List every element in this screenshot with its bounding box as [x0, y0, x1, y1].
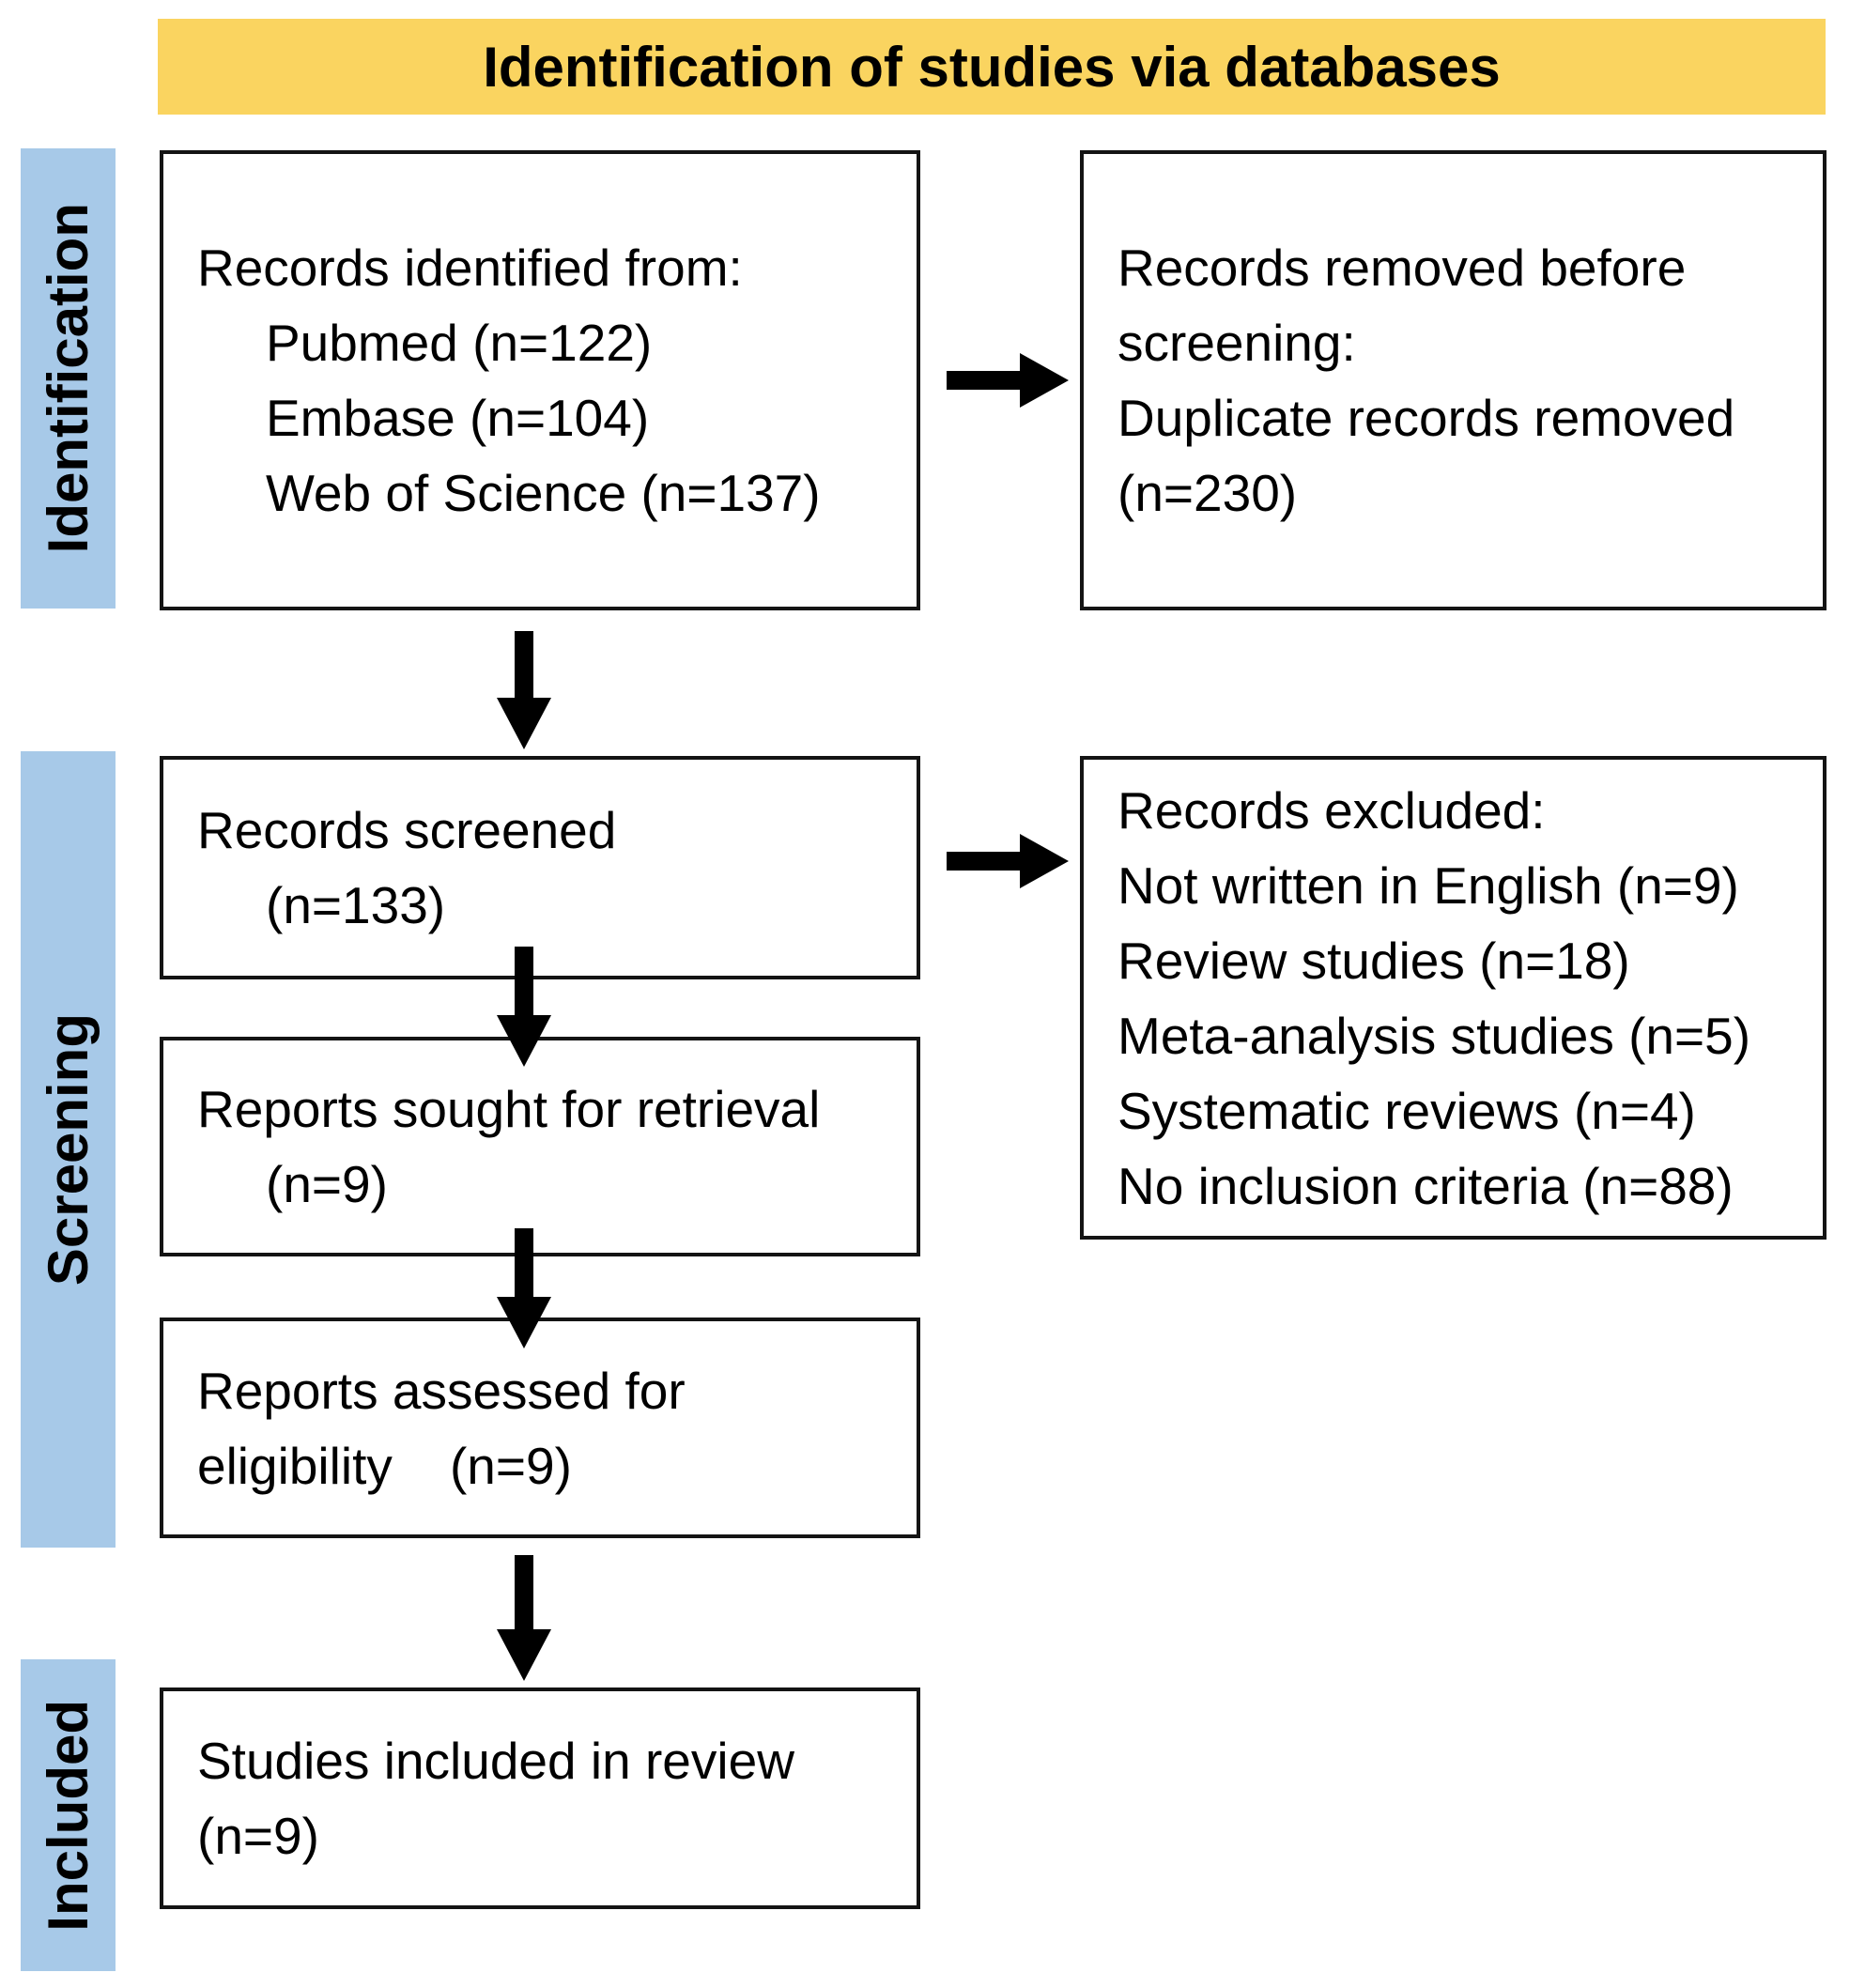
- box-records-excluded-line: Review studies (n=18): [1117, 931, 1630, 990]
- arrow-down-identified-to-screened: [497, 631, 551, 749]
- box-records-excluded-line: Records excluded:: [1117, 780, 1546, 840]
- arrow-down-assessed-to-included: [497, 1555, 551, 1681]
- box-records-excluded: Records excluded: Not written in English…: [1080, 756, 1826, 1240]
- box-reports-assessed: Reports assessed for eligibility (n=9): [160, 1318, 920, 1538]
- box-studies-included-line: (n=9): [197, 1807, 319, 1865]
- box-records-removed: Records removed before screening: Duplic…: [1080, 150, 1826, 610]
- arrow-head-icon: [1020, 834, 1069, 888]
- box-records-excluded-line: Systematic reviews (n=4): [1117, 1081, 1696, 1140]
- box-reports-sought-line: Reports sought for retrieval: [197, 1080, 821, 1138]
- box-reports-sought: Reports sought for retrieval (n=9): [160, 1037, 920, 1256]
- arrow-right-identified-to-removed: [947, 353, 1069, 408]
- box-records-identified: Records identified from: Pubmed (n=122) …: [160, 150, 920, 610]
- stage-bar-screening: Screening: [21, 751, 116, 1548]
- arrow-down-screened-to-sought: [497, 947, 551, 1067]
- arrow-shaft: [947, 371, 1020, 390]
- arrow-head-icon: [497, 698, 551, 749]
- arrow-shaft: [515, 1555, 533, 1629]
- arrow-head-icon: [497, 1297, 551, 1348]
- arrow-head-icon: [1020, 353, 1069, 408]
- box-records-excluded-line: Meta-analysis studies (n=5): [1117, 1006, 1751, 1065]
- box-studies-included: Studies included in review (n=9): [160, 1687, 920, 1909]
- box-records-identified-line: Web of Science (n=137): [266, 464, 821, 522]
- stage-label-included: Included: [37, 1699, 100, 1932]
- arrow-head-icon: [497, 1629, 551, 1681]
- box-reports-assessed-line: Reports assessed for: [197, 1361, 686, 1420]
- box-records-identified-line: Pubmed (n=122): [266, 314, 653, 372]
- header-title: Identification of studies via databases: [483, 35, 1501, 99]
- arrow-shaft: [947, 852, 1020, 871]
- box-records-screened-line: (n=133): [266, 876, 446, 934]
- stage-bar-included: Included: [21, 1659, 116, 1971]
- box-records-removed-line: Duplicate records removed: [1117, 389, 1735, 447]
- arrow-shaft: [515, 947, 533, 1015]
- arrow-shaft: [515, 631, 533, 698]
- box-records-excluded-line: No inclusion criteria (n=88): [1117, 1156, 1734, 1215]
- box-records-identified-line: Embase (n=104): [266, 389, 650, 447]
- box-records-excluded-line: Not written in English (n=9): [1117, 855, 1739, 915]
- arrow-head-icon: [497, 1015, 551, 1067]
- box-records-removed-line: (n=230): [1117, 464, 1298, 522]
- arrow-down-sought-to-assessed: [497, 1228, 551, 1348]
- box-records-screened: Records screened (n=133): [160, 756, 920, 979]
- box-reports-sought-line: (n=9): [266, 1155, 388, 1213]
- stage-label-identification: Identification: [37, 203, 100, 554]
- stage-label-screening: Screening: [37, 1012, 100, 1287]
- box-reports-assessed-line: eligibility (n=9): [197, 1436, 572, 1495]
- arrow-right-screened-to-excluded: [947, 834, 1069, 888]
- box-records-removed-line: Records removed before: [1117, 239, 1687, 297]
- stage-bar-identification: Identification: [21, 148, 116, 609]
- box-records-identified-line: Records identified from:: [197, 239, 743, 297]
- box-studies-included-line: Studies included in review: [197, 1732, 794, 1790]
- box-records-screened-line: Records screened: [197, 801, 617, 859]
- box-records-removed-line: screening:: [1117, 314, 1356, 372]
- header-banner: Identification of studies via databases: [158, 19, 1826, 115]
- arrow-shaft: [515, 1228, 533, 1297]
